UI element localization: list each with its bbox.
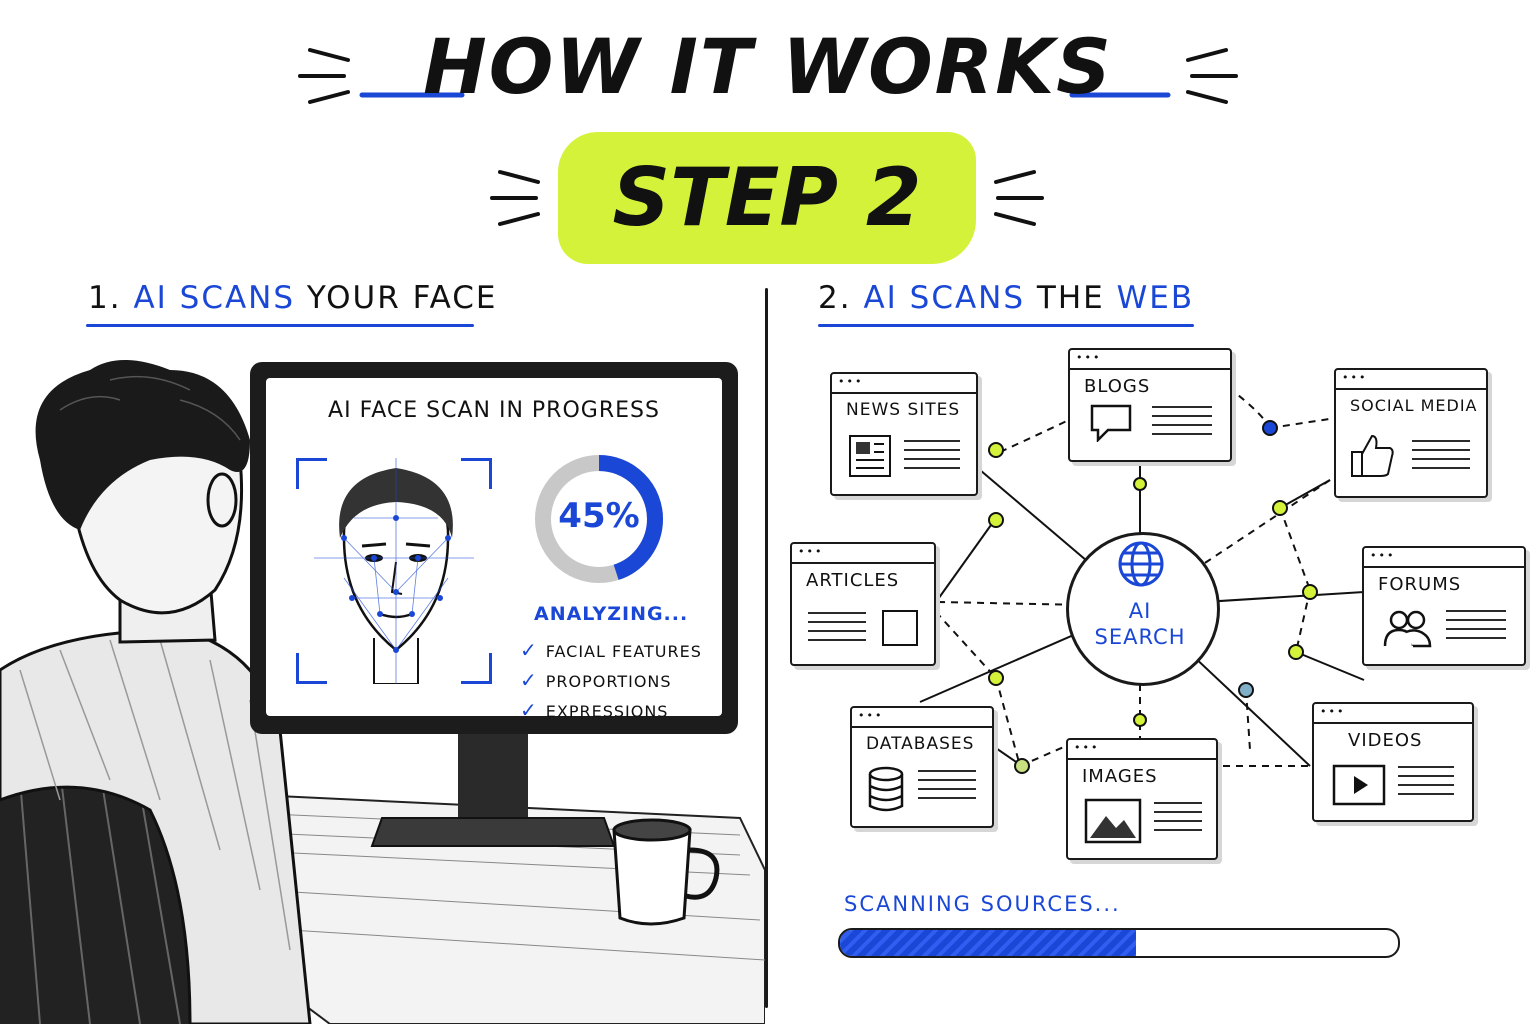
- text-lines-icon: [808, 612, 866, 648]
- text-lines-icon: [1152, 406, 1212, 442]
- scanning-sources-label: SCANNING SOURCES...: [844, 892, 1121, 916]
- scanned-face-icon: [314, 458, 474, 684]
- source-databases: ••• DATABASES: [850, 706, 994, 828]
- right-heading-underline: [818, 324, 1194, 327]
- text-lines-icon: [1446, 610, 1506, 646]
- left-section-heading: 1. AI SCANS YOUR FACE: [88, 280, 498, 316]
- ai-search-line2: SEARCH: [1094, 625, 1186, 649]
- source-articles: ••• ARTICLES: [790, 542, 936, 666]
- text-lines-icon: [904, 440, 960, 476]
- ai-search-line1: AI: [1128, 599, 1152, 623]
- text-lines-icon: [918, 770, 976, 806]
- check-icon: ✓: [520, 668, 538, 692]
- coffee-mug-icon: [612, 818, 720, 926]
- step-label: STEP 2: [612, 151, 922, 244]
- right-heading-mid: THE: [1036, 280, 1105, 316]
- window-dots-icon: •••: [838, 375, 864, 388]
- users-icon: [1383, 610, 1432, 648]
- source-videos: ••• VIDEOS: [1312, 702, 1474, 822]
- face-scan-frame: [296, 458, 492, 684]
- play-video-icon: [1332, 764, 1386, 806]
- right-heading-number: 2.: [818, 280, 852, 316]
- check-item-facial-features: ✓ FACIAL FEATURES: [520, 638, 702, 662]
- newspaper-icon: [849, 435, 891, 477]
- thumbs-up-icon: [1351, 434, 1394, 477]
- left-heading-rest: YOUR FACE: [306, 280, 498, 316]
- burst-left-icon: [298, 48, 350, 104]
- right-heading-highlight2: WEB: [1116, 280, 1195, 316]
- text-lines-icon: [1412, 440, 1470, 476]
- progress-percent: 45%: [558, 496, 640, 536]
- source-label: VIDEOS: [1348, 730, 1423, 751]
- person-icon: [0, 360, 312, 1024]
- check-label: FACIAL FEATURES: [545, 642, 702, 661]
- window-dots-icon: •••: [1074, 741, 1100, 754]
- source-label: DATABASES: [866, 734, 975, 754]
- source-news-sites: ••• NEWS SITES: [830, 372, 978, 496]
- person-at-desk-illustration: [0, 360, 765, 1024]
- source-social-media: ••• SOCIAL MEDIA: [1334, 368, 1488, 498]
- check-item-expressions: ✓ EXPRESSIONS: [520, 698, 668, 722]
- step-badge: STEP 2: [558, 132, 976, 264]
- right-section-heading: 2. AI SCANS THE WEB: [818, 280, 1194, 316]
- window-dots-icon: •••: [1370, 549, 1396, 562]
- source-forums: ••• FORUMS: [1362, 546, 1526, 666]
- mountain-image-icon: [1084, 798, 1142, 844]
- source-label: IMAGES: [1082, 766, 1158, 787]
- window-dots-icon: •••: [1076, 351, 1102, 364]
- page-title: HOW IT WORKS: [423, 22, 1113, 111]
- window-dots-icon: •••: [1342, 371, 1368, 384]
- face-scan-title: AI FACE SCAN IN PROGRESS: [328, 398, 660, 423]
- check-icon: ✓: [520, 638, 538, 662]
- globe-icon: [1118, 541, 1164, 587]
- check-item-proportions: ✓ PROPORTIONS: [520, 668, 672, 692]
- monitor-stand-icon: [370, 734, 616, 847]
- scan-progress-fill: [840, 930, 1136, 956]
- database-icon: [868, 766, 904, 812]
- speech-bubble-icon: [1090, 404, 1132, 442]
- burst-right-icon: [1186, 48, 1238, 104]
- check-icon: ✓: [520, 698, 538, 722]
- text-lines-icon: [1154, 802, 1202, 838]
- window-dots-icon: •••: [858, 709, 884, 722]
- check-label: PROPORTIONS: [545, 672, 672, 691]
- source-label: ARTICLES: [806, 570, 900, 591]
- progress-ring: [535, 455, 663, 583]
- analyzing-label: ANALYZING...: [534, 603, 689, 625]
- source-label: FORUMS: [1378, 574, 1462, 595]
- section-divider: [765, 288, 768, 1008]
- source-label: SOCIAL MEDIA: [1350, 396, 1478, 415]
- ai-search-label: AI SEARCH: [1066, 598, 1214, 650]
- check-label: EXPRESSIONS: [545, 702, 669, 721]
- window-dots-icon: •••: [1320, 705, 1346, 718]
- window-dots-icon: •••: [798, 545, 824, 558]
- left-heading-highlight: AI SCANS: [133, 280, 296, 316]
- left-heading-underline: [86, 324, 474, 327]
- right-heading-highlight: AI SCANS: [863, 280, 1026, 316]
- left-heading-number: 1.: [88, 280, 122, 316]
- source-label: NEWS SITES: [846, 400, 961, 420]
- title-decoration: [298, 48, 1238, 226]
- source-images: ••• IMAGES: [1066, 738, 1218, 860]
- source-label: BLOGS: [1084, 376, 1151, 397]
- source-blogs: ••• BLOGS: [1068, 348, 1232, 462]
- scan-progress-bar: [838, 928, 1400, 958]
- image-placeholder-icon: [882, 610, 918, 646]
- ai-search-hub: [1066, 532, 1220, 686]
- text-lines-icon: [1398, 766, 1454, 802]
